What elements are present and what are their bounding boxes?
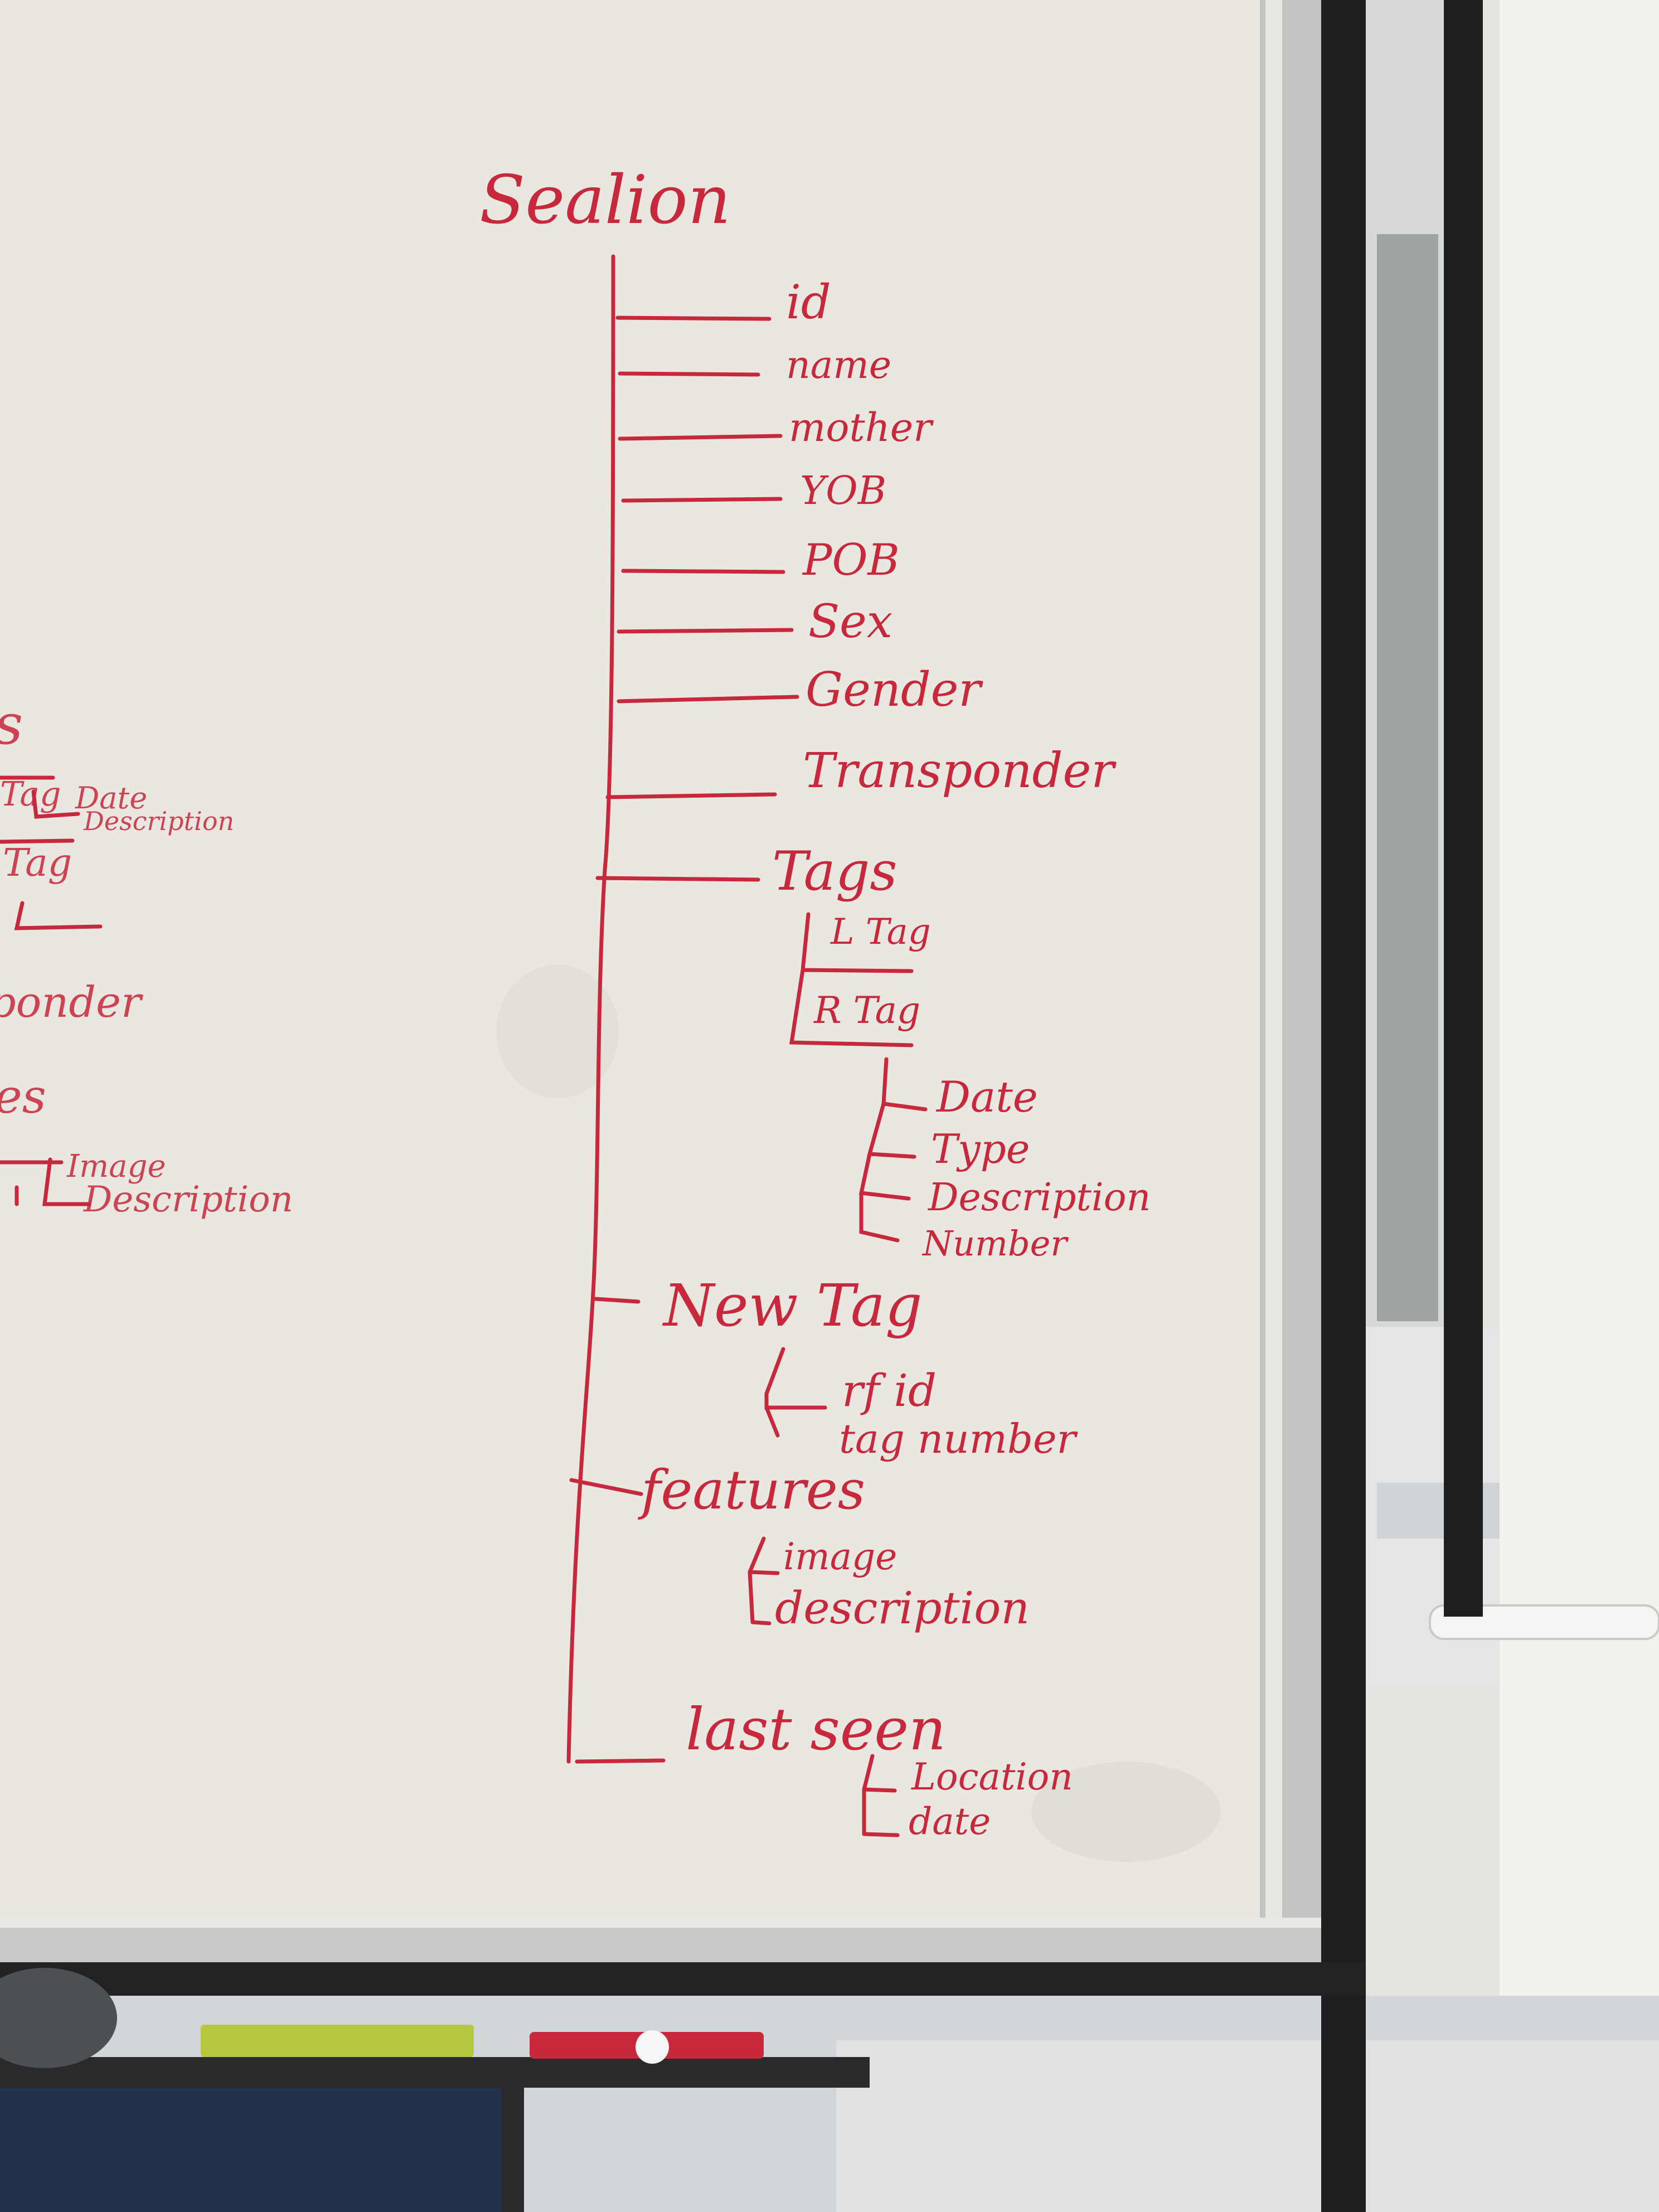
stand-post (1321, 0, 1366, 2212)
left-fragment-description-1: Description (84, 806, 235, 836)
new-tag-number: tag number (839, 1415, 1076, 1462)
wall (1500, 0, 1659, 2212)
tag-field-date: Date (937, 1072, 1038, 1122)
left-fragment-es: es (0, 1069, 46, 1124)
tags-label: Tags (772, 840, 898, 903)
tag-field-description: Description (928, 1176, 1151, 1220)
new-tag-label: New Tag (663, 1272, 923, 1340)
field-id: id (786, 275, 831, 329)
wall-pipe (1429, 1604, 1659, 1640)
left-fragment-image: Image (67, 1148, 166, 1185)
features-image: image (783, 1535, 898, 1578)
tree-lines (0, 254, 928, 1837)
field-transponder: Transponder (803, 743, 1114, 799)
stand-post-rear (1444, 0, 1483, 1617)
field-sex: Sex (808, 595, 892, 648)
left-fragment-ponder: ponder (0, 977, 142, 1027)
left-fragment-s: s (0, 697, 23, 753)
field-pob: POB (803, 535, 900, 585)
last-seen-date: date (909, 1800, 991, 1843)
marker-tray (0, 2057, 870, 2088)
last-seen-location: Location (911, 1755, 1073, 1798)
left-fragment-tag-2: Tag (3, 841, 72, 885)
tag-field-type: Type (931, 1126, 1030, 1172)
tags-child-rtag: R Tag (814, 989, 921, 1032)
field-name: name (786, 343, 892, 387)
field-mother: mother (789, 405, 932, 450)
green-marker (201, 2025, 474, 2057)
last-seen-label: last seen (686, 1695, 946, 1763)
root-label: Sealion (479, 162, 731, 239)
eraser (0, 1968, 117, 2068)
whiteboard-surface (0, 0, 1282, 1934)
new-tag-rfid: rf id (842, 1365, 937, 1417)
features-label: features (641, 1459, 865, 1521)
left-fragment-description-2: Description (84, 1179, 293, 1220)
tags-child-ltag: L Tag (831, 911, 931, 953)
left-fragment-tag-1: Tag (0, 775, 61, 814)
tag-field-number: Number (923, 1223, 1067, 1264)
left-fragment-date: Date (75, 780, 148, 816)
features-description: description (775, 1582, 1030, 1634)
field-gender: Gender (806, 662, 981, 717)
field-yob: YOB (800, 468, 887, 513)
